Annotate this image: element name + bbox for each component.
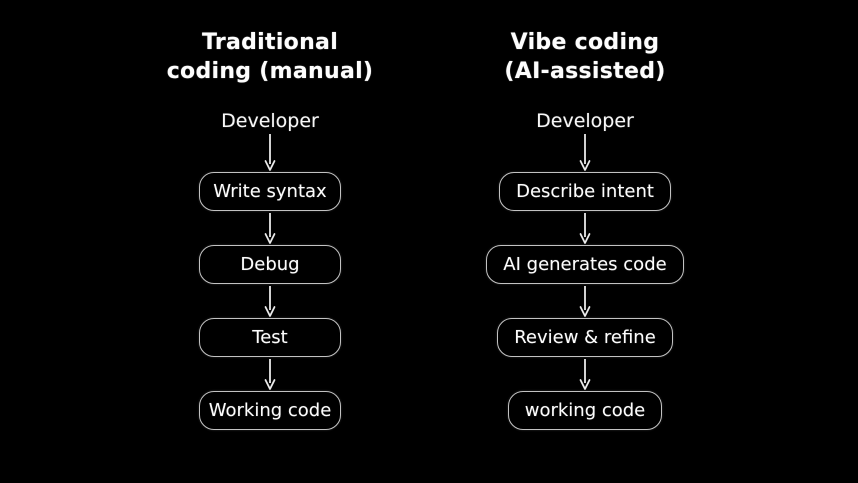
- start-node-developer-right: Developer: [536, 110, 634, 132]
- column-title-vibe: Vibe coding (AI-assisted): [504, 30, 666, 84]
- column-title-traditional: Traditional coding (manual): [166, 30, 374, 84]
- node-working-code-right[interactable]: working code: [507, 391, 663, 430]
- node-review-and-refine[interactable]: Review & refine: [497, 318, 673, 357]
- node-write-syntax[interactable]: Write syntax: [199, 172, 341, 211]
- arrow-down-icon: [579, 134, 591, 171]
- arrow-down-icon: [579, 286, 591, 317]
- column-traditional-coding: Traditional coding (manual) Developer Wr…: [105, 0, 435, 483]
- node-ai-generates-code[interactable]: AI generates code: [486, 245, 684, 284]
- arrow-down-icon: [264, 134, 276, 171]
- node-describe-intent[interactable]: Describe intent: [499, 172, 671, 211]
- arrow-down-icon: [579, 359, 591, 390]
- arrow-down-icon: [264, 359, 276, 390]
- node-debug[interactable]: Debug: [199, 245, 341, 284]
- flow-traditional: Developer Write syntax Debug Test Workin: [105, 110, 435, 430]
- arrow-down-icon: [264, 213, 276, 244]
- node-working-code-left[interactable]: Working code: [199, 391, 341, 430]
- flow-vibe: Developer Describe intent AI generates c…: [420, 110, 750, 430]
- column-vibe-coding: Vibe coding (AI-assisted) Developer Desc…: [420, 0, 750, 483]
- node-test[interactable]: Test: [199, 318, 341, 357]
- arrow-down-icon: [264, 286, 276, 317]
- arrow-down-icon: [579, 213, 591, 244]
- start-node-developer-left: Developer: [221, 110, 319, 132]
